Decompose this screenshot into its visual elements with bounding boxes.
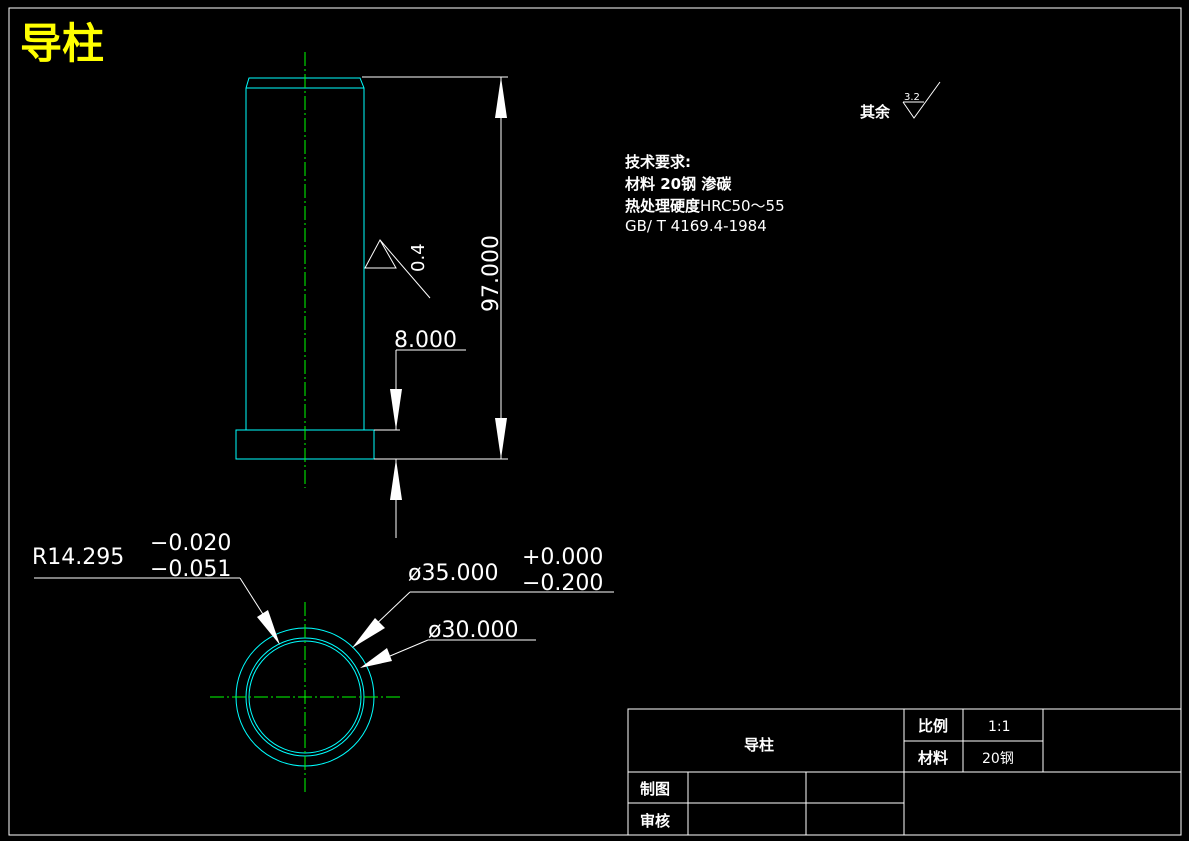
- length-arrow-bottom: [495, 418, 507, 459]
- roughness-face-value: 0.4: [408, 243, 429, 272]
- tech-requirements: 技术要求: 材料 20钢 渗碳 热处理硬度HRC50～55 GB/ T 4169…: [625, 153, 785, 235]
- radius-base: R14.295: [32, 545, 124, 570]
- front-view: [235, 52, 375, 488]
- tech-hardness-line: 热处理硬度HRC50～55: [625, 197, 785, 215]
- title-block: 导柱 比例 1:1 材料 20钢 制图 审核: [627, 708, 1182, 836]
- radius-arrow: [257, 610, 280, 645]
- radius-lower-dev: −0.051: [150, 557, 231, 582]
- length-value: 97.000: [479, 235, 504, 312]
- flange-arrow-top: [390, 389, 402, 430]
- outer-diameter-dimension: ø35.000 +0.000 −0.200: [352, 545, 614, 648]
- top-view: [210, 602, 400, 792]
- length-dimension: 97.000: [362, 76, 508, 460]
- length-arrow-top: [495, 77, 507, 118]
- outer-diameter-lower-dev: −0.200: [522, 571, 603, 596]
- tb-material-value: 20钢: [982, 751, 1014, 767]
- outer-diameter-base: ø35.000: [408, 561, 498, 586]
- tb-material-label: 材料: [918, 749, 948, 767]
- roughness-face-symbol: 0.4: [364, 238, 431, 299]
- radius-dimension: R14.295 −0.020 −0.051: [32, 531, 280, 645]
- roughness-other-note: 其余 3.2: [860, 81, 941, 121]
- tech-standard: GB/ T 4169.4-1984: [625, 217, 767, 235]
- roughness-other-value: 3.2: [904, 92, 920, 103]
- drawing-border: [8, 7, 1182, 836]
- outer-diameter-upper-dev: +0.000: [522, 545, 603, 570]
- flange-thickness-value: 8.000: [394, 328, 457, 353]
- inner-diameter-arrow: [360, 648, 392, 668]
- drawing-title: 导柱: [20, 19, 104, 68]
- outer-diameter-arrow: [352, 618, 385, 648]
- tech-heading: 技术要求:: [625, 153, 691, 171]
- tb-part-name: 导柱: [744, 736, 774, 754]
- flange-arrow-bottom: [390, 459, 402, 500]
- radius-upper-dev: −0.020: [150, 531, 231, 556]
- tech-hardness-value: HRC50～55: [700, 197, 785, 215]
- tb-checked-label: 审核: [640, 812, 670, 830]
- tb-scale-value: 1:1: [988, 719, 1011, 735]
- roughness-other-symbol: [902, 81, 941, 119]
- tb-drawn-label: 制图: [640, 780, 670, 798]
- tech-material-line: 材料 20钢 渗碳: [625, 175, 732, 193]
- inner-diameter-dimension: ø30.000: [360, 618, 536, 668]
- roughness-other-label: 其余: [860, 103, 891, 121]
- flange-thickness-dimension: 8.000: [374, 328, 466, 538]
- tech-hardness-prefix: 热处理硬度: [625, 197, 701, 215]
- inner-diameter-value: ø30.000: [428, 618, 518, 643]
- tb-scale-label: 比例: [918, 717, 948, 735]
